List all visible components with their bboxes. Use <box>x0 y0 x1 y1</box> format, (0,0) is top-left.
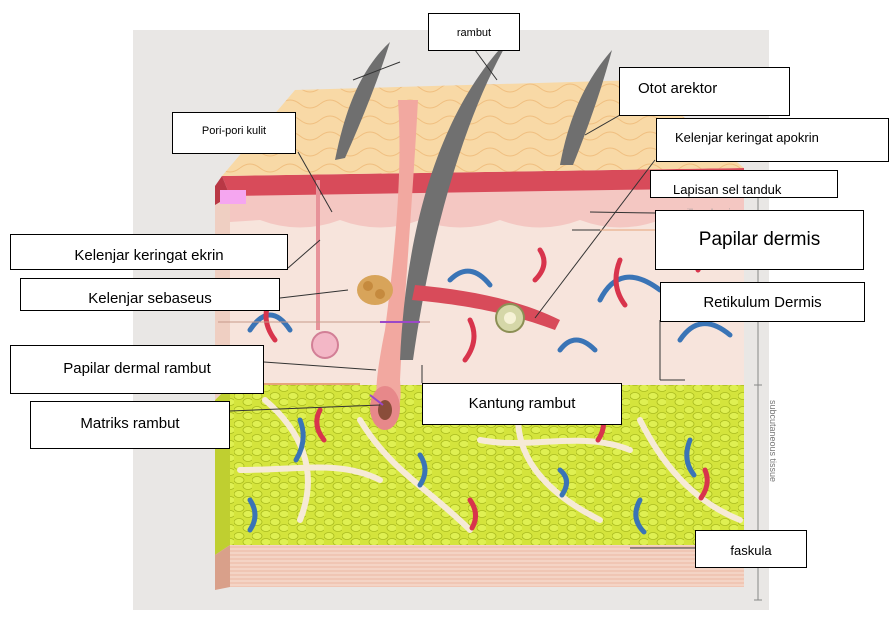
label-faskula: faskula <box>695 530 807 568</box>
label-lapisan-tanduk: Lapisan sel tanduk <box>650 170 838 198</box>
label-rambut: rambut <box>428 13 520 51</box>
label-pori-pori: Pori-pori kulit <box>172 112 296 154</box>
label-kelenjar-apokrin: Kelenjar keringat apokrin <box>656 118 889 162</box>
label-papilar-dermal-rambut-text: Papilar dermal rambut <box>11 346 263 392</box>
label-matriks-rambut-text: Matriks rambut <box>31 402 229 446</box>
label-matriks-rambut: Matriks rambut <box>30 401 230 449</box>
label-papilar-dermis-text: Papilar dermis <box>656 211 863 269</box>
label-retikulum-dermis: Retikulum Dermis <box>660 282 865 322</box>
pink-highlight <box>220 190 246 204</box>
label-kantung-rambut-text: Kantung rambut <box>423 384 621 424</box>
label-kelenjar-apokrin-text: Kelenjar keringat apokrin <box>675 119 888 157</box>
fascia-layer <box>215 545 744 590</box>
label-kantung-rambut: Kantung rambut <box>422 383 622 425</box>
label-retikulum-dermis-text: Retikulum Dermis <box>661 283 864 322</box>
sebaceous-gland <box>357 275 393 305</box>
label-papilar-dermis: Papilar dermis <box>655 210 864 270</box>
label-pori-pori-text: Pori-pori kulit <box>173 113 295 149</box>
label-kelenjar-ekrin: Kelenjar keringat ekrin <box>10 234 288 270</box>
apocrine-gland <box>496 304 524 332</box>
label-otot-arektor-text: Otot arektor <box>638 68 789 110</box>
label-kelenjar-sebaseus-text: Kelenjar sebaseus <box>21 279 279 311</box>
label-rambut-text: rambut <box>429 14 519 51</box>
label-faskula-text: faskula <box>696 531 806 568</box>
label-kelenjar-ekrin-text: Kelenjar keringat ekrin <box>11 235 287 270</box>
label-otot-arektor: Otot arektor <box>619 67 790 116</box>
side-label-subcutaneous: subcutaneous tissue <box>768 400 778 482</box>
label-kelenjar-sebaseus: Kelenjar sebaseus <box>20 278 280 311</box>
label-papilar-dermal-rambut: Papilar dermal rambut <box>10 345 264 394</box>
label-lapisan-tanduk-text: Lapisan sel tanduk <box>673 171 837 198</box>
